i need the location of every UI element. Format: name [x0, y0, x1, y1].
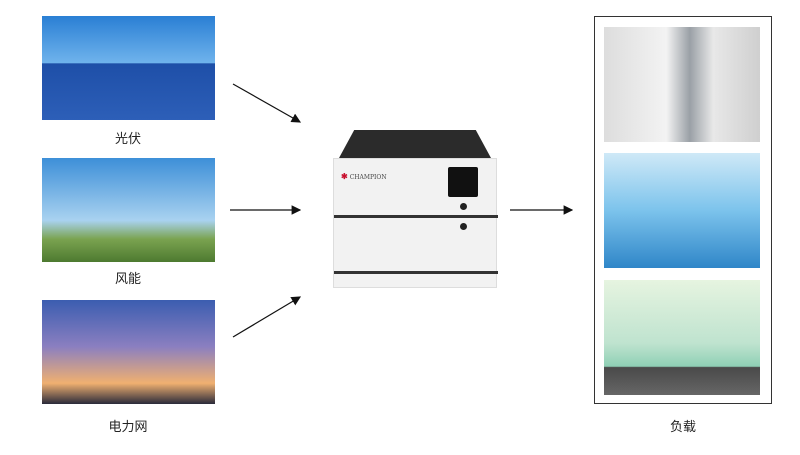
- car-image: [604, 280, 760, 395]
- kitchen-image: [604, 27, 760, 142]
- arrow-grid: [232, 296, 302, 338]
- wind-label: 风能: [114, 272, 141, 287]
- load-label: 负载: [669, 420, 696, 435]
- load-frame: [594, 16, 772, 404]
- divider: [334, 271, 498, 274]
- tv-image: [604, 153, 760, 268]
- brand-logo: ✱CHAMPION: [341, 171, 387, 181]
- energy-storage-device: ✱CHAMPION: [333, 130, 498, 288]
- wind-image: [42, 158, 215, 262]
- grid-label: 电力网: [108, 420, 148, 435]
- arrow-solar: [232, 83, 302, 123]
- device-body: ✱CHAMPION: [333, 158, 498, 288]
- solar-label: 光伏: [114, 132, 141, 147]
- divider: [334, 215, 498, 218]
- device-top: [339, 130, 491, 158]
- power-knob: [460, 203, 467, 210]
- display-screen: [448, 167, 478, 197]
- grid-image: [42, 300, 215, 404]
- switch-knob: [460, 223, 467, 230]
- solar-image: [42, 16, 215, 120]
